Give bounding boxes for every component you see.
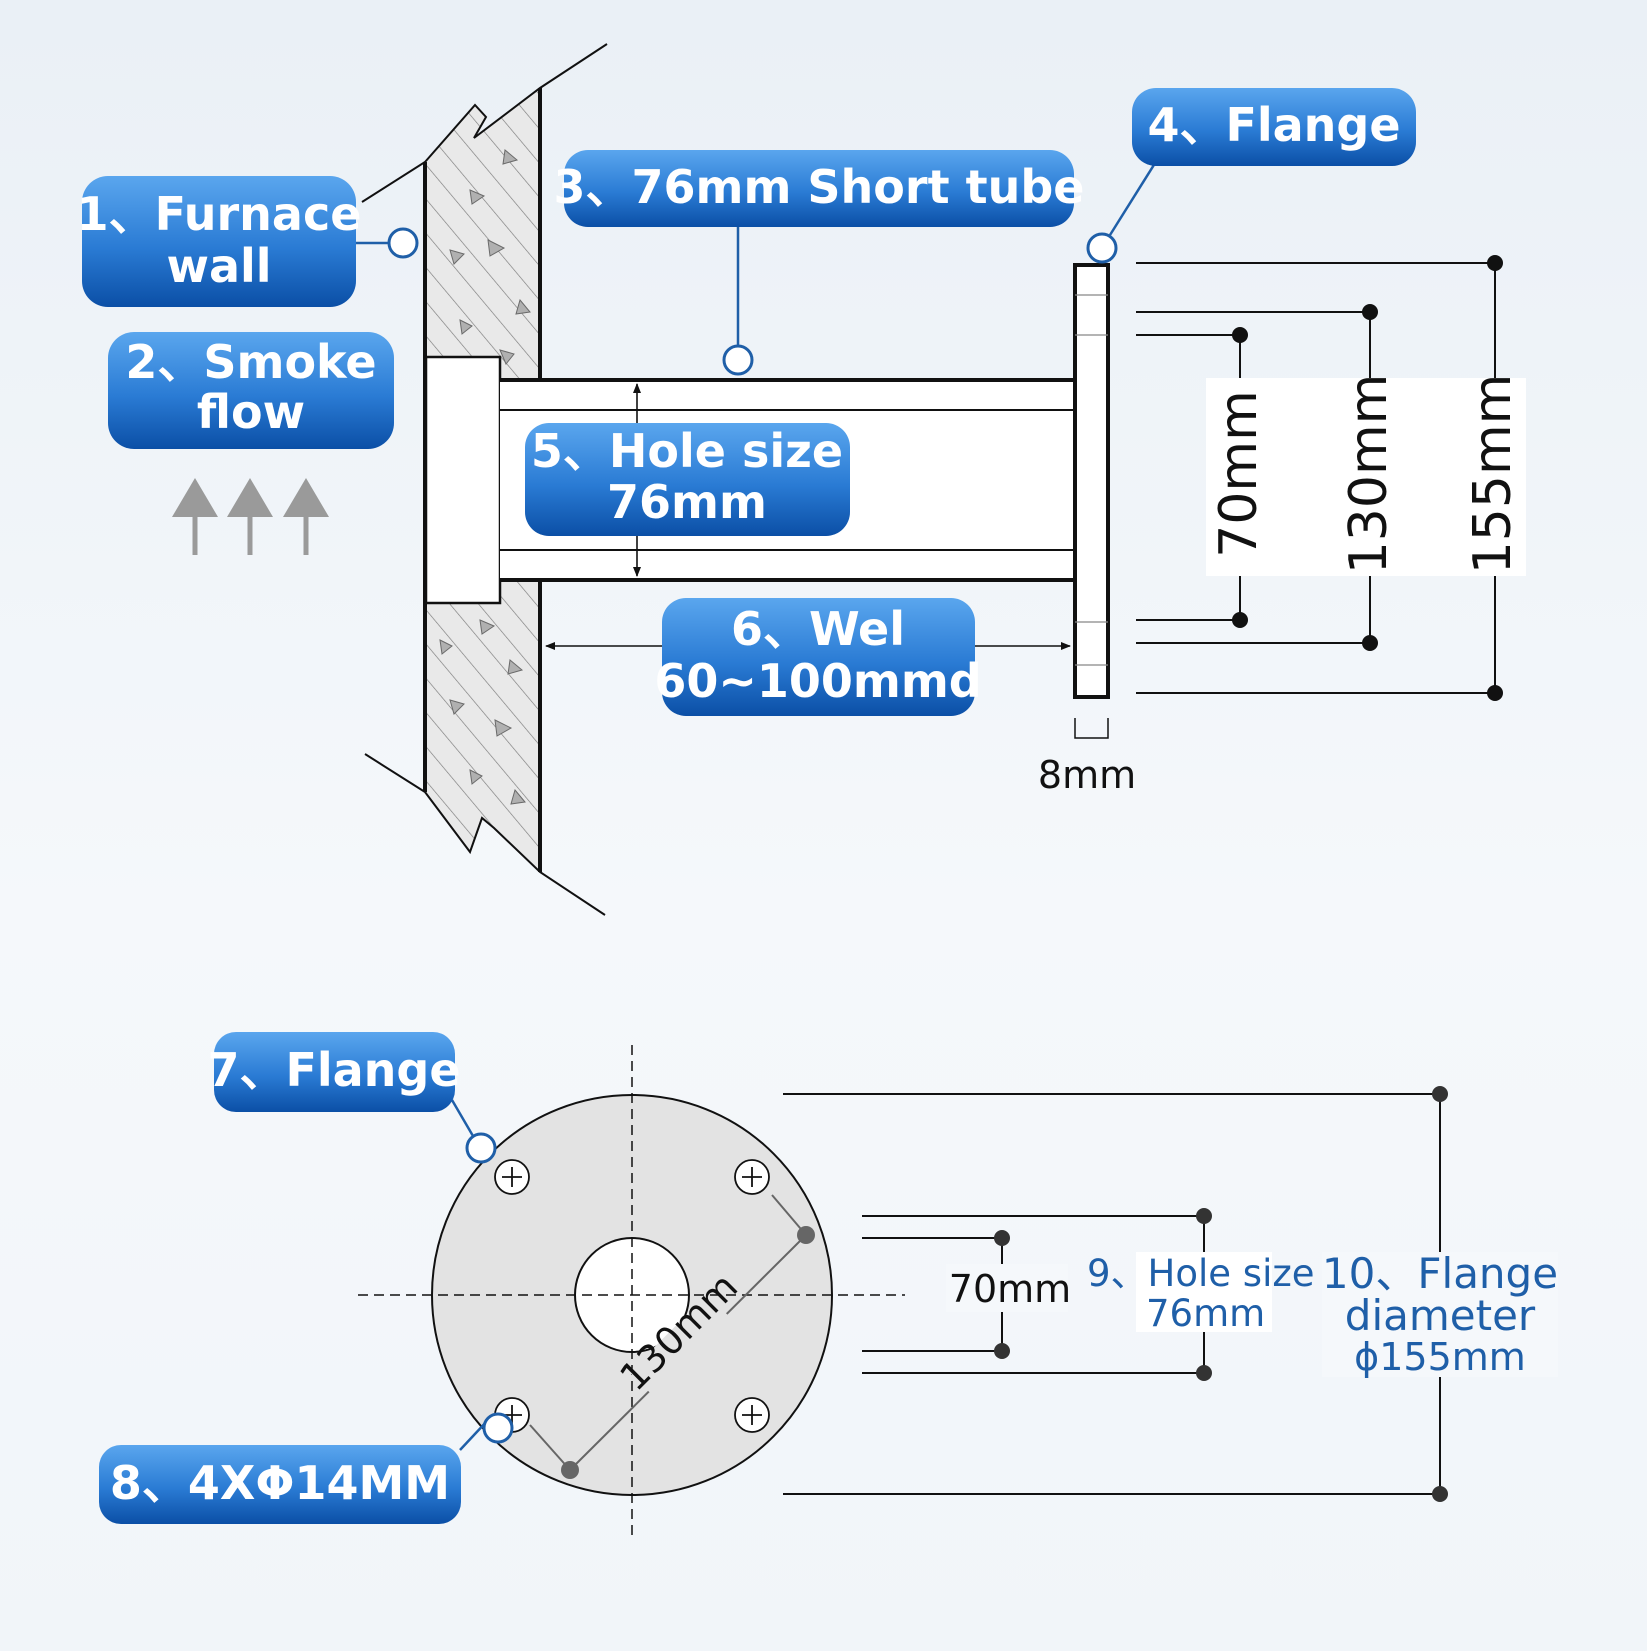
- bolt-hole-top-left: [494, 1159, 530, 1195]
- dimension-label-backing: [1206, 378, 1526, 576]
- flange-bottom-label: 7、Flange: [207, 1043, 460, 1097]
- smoke-flow-arrows: [172, 478, 329, 555]
- bottom-callout-leaders: [450, 1099, 514, 1451]
- hole-size-top-callout: 5、Hole size 76mm: [525, 423, 850, 536]
- bolt-hole-top-right: [734, 1159, 770, 1195]
- bolt-holes-label: 8、4XΦ14MM: [110, 1456, 450, 1510]
- hole-size-bottom-line2: 76mm: [1146, 1292, 1265, 1335]
- wall-sleeve: [424, 355, 502, 605]
- smoke-flow-label-line1: 2、Smoke: [125, 335, 376, 389]
- hole-size-top-line1: 5、Hole size: [531, 424, 843, 478]
- flange-top-callout: 4、Flange: [1132, 88, 1416, 166]
- furnace-wall-callout: 1、Furnace wall: [77, 176, 362, 307]
- top-callout-leaders: [356, 159, 1159, 376]
- smoke-flow-callout: 2、Smoke flow: [108, 332, 394, 449]
- smoke-flow-label-line2: flow: [197, 385, 305, 439]
- bolt-holes: [494, 1159, 770, 1433]
- flange-diameter-line2: diameter: [1345, 1291, 1536, 1340]
- flange-diameter-backing: [1322, 1252, 1558, 1377]
- hole-size-top-line2: 76mm: [607, 475, 767, 529]
- d70-bottom-backing: [946, 1264, 1068, 1312]
- short-tube-callout: 3、76mm Short tube: [554, 150, 1085, 227]
- flange-front-view: [358, 1045, 905, 1535]
- bolt-circle-label-backing: [629, 1294, 733, 1398]
- hole-size-bottom-backing: [1136, 1252, 1272, 1332]
- flange-diameter-line3: ϕ155mm: [1354, 1335, 1526, 1379]
- furnace-wall-label-line2: wall: [166, 239, 271, 293]
- short-tube-label: 3、76mm Short tube: [554, 160, 1085, 214]
- hole-size-bottom-line1: 9、Hole size: [1087, 1252, 1315, 1295]
- thickness-bracket: [1074, 718, 1109, 739]
- dim-130mm-label: 130mm: [1339, 374, 1399, 575]
- dim-70mm-bottom-label: 70mm: [949, 1267, 1071, 1311]
- bolt-holes-callout: 8、4XΦ14MM: [99, 1445, 461, 1524]
- weld-label-line2: 60~100mmd: [654, 654, 981, 708]
- flange-side-view: [1073, 263, 1110, 699]
- weld-label-line1: 6、Wel: [731, 602, 905, 656]
- furnace-wall-label-line1: 1、Furnace: [77, 187, 362, 241]
- bolt-hole-bottom-right: [734, 1397, 770, 1433]
- dim-70mm-label: 70mm: [1209, 390, 1269, 557]
- flange-top-label: 4、Flange: [1147, 98, 1400, 152]
- thickness-label: 8mm: [1038, 753, 1136, 797]
- dim-155mm-label: 155mm: [1463, 374, 1523, 575]
- bottom-dimension-lines: [783, 1086, 1448, 1502]
- weld-callout: 6、Wel 60~100mmd: [654, 598, 982, 716]
- flange-diameter-line1: 10、Flange: [1322, 1249, 1558, 1298]
- flange-bottom-callout: 7、Flange: [207, 1032, 461, 1112]
